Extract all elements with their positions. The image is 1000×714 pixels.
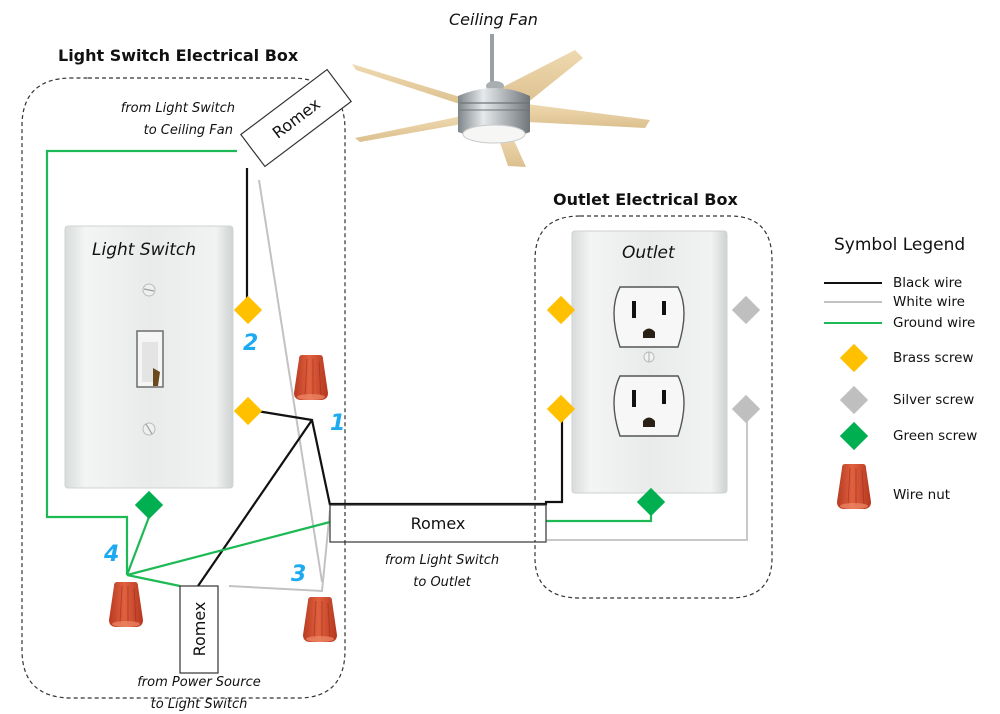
black-wire-power [197,419,313,587]
white-wire-fan [258,179,323,583]
legend-white-wire-label: White wire [893,294,965,310]
light-switch-label: Light Switch [92,240,196,260]
romex-from-power: Romex [179,585,219,674]
ceiling-fan-label: Ceiling Fan [449,10,538,29]
legend-brass-screw-label: Brass screw [893,350,974,366]
ceiling-fan-icon [352,34,650,167]
romex-outlet-caption-2: to Outlet [413,575,471,590]
legend-title: Symbol Legend [834,235,965,255]
black-wire-switch-to-nut1 [256,409,332,506]
legend-wire-nut-label: Wire nut [893,487,950,503]
romex-to-outlet: Romex [329,504,547,543]
ground-wire-switch [125,516,151,576]
switch-green-screw [134,490,164,520]
outlet-label: Outlet [622,243,676,263]
legend-wire-nut-icon [836,463,872,510]
step-number-1: 1 [330,411,345,436]
svg-text:Romex: Romex [190,602,209,657]
outlet-brass-screw-top [546,295,576,325]
romex-to-fan: Romex [239,68,353,168]
wire-nut-4-icon [108,581,144,628]
outlet-silver-screw-bottom [731,394,761,424]
black-wire-outlet [330,412,564,506]
receptacle-bottom [613,375,685,437]
switch-brass-screw-bottom [233,396,263,426]
step-number-3: 3 [291,562,306,587]
legend-green-screw-icon [839,421,869,451]
light-switch-plate: Light Switch [64,225,234,489]
legend-brass-screw-icon [839,343,869,373]
outlet-silver-screw-top [731,295,761,325]
legend-ground-wire-label: Ground wire [893,315,975,331]
wire-nut-1-icon [293,354,329,401]
wire-nut-3-icon [302,596,338,643]
outlet-brass-screw-bottom [546,394,576,424]
legend-silver-screw-label: Silver screw [893,392,974,408]
svg-text:Romex: Romex [411,514,466,533]
outlet-electrical-box [534,215,773,599]
ground-wire [45,149,237,575]
switch-brass-screw-top [233,295,263,325]
step-number-2: 2 [243,331,258,356]
legend-black-wire-label: Black wire [893,275,962,291]
romex-outlet-caption-1: from Light Switch [385,553,499,568]
ground-wire-power [126,573,181,588]
ground-wire-outlet-screw [546,505,653,523]
romex-power-caption-2: to Light Switch [151,697,248,712]
symbol-legend: Symbol Legend Black wire White wire Grou… [824,235,977,510]
outlet-plate: Outlet [571,230,728,494]
light-switch-box-title: Light Switch Electrical Box [58,46,299,65]
step-number-4: 4 [103,542,119,567]
outlet-box-title: Outlet Electrical Box [553,190,738,209]
romex-fan-caption-2: to Ceiling Fan [144,123,233,138]
romex-power-caption-1: from Power Source [137,675,261,690]
legend-silver-screw-icon [839,385,869,415]
ground-wire-outlet [126,520,331,577]
white-wire-power [228,509,331,593]
legend-green-screw-label: Green screw [893,428,977,444]
romex-fan-caption-1: from Light Switch [121,101,235,116]
outlet-white-wire [547,410,748,541]
receptacle-top [613,286,685,348]
